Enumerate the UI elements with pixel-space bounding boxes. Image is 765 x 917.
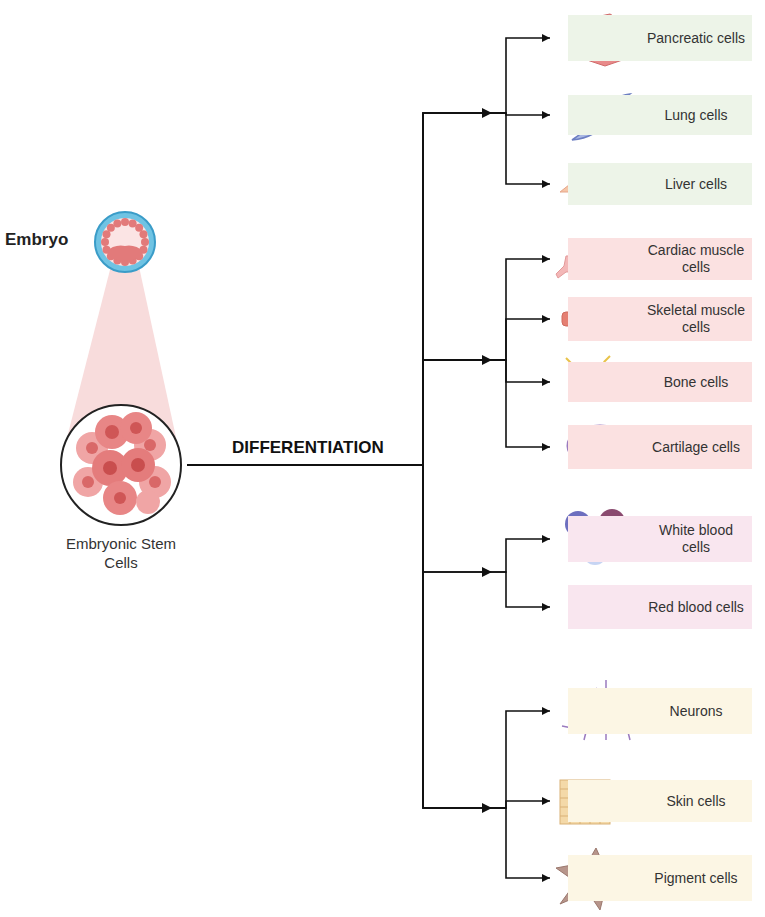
cell-type-label: Skeletal muscle cells [644, 302, 748, 336]
cell-type-box: Skin cells [550, 780, 752, 822]
differentiation-arrow [187, 465, 550, 808]
box-ground [568, 688, 752, 734]
cell-type-box: Skeletal muscle cells [550, 297, 752, 341]
cell-type-box: Red blood cells [550, 585, 752, 629]
cell-type-label: Cartilage cells [644, 439, 748, 456]
differentiation-arrow [187, 319, 550, 465]
differentiation-arrow [187, 113, 550, 465]
cell-type-label: Bone cells [644, 374, 748, 391]
cell-type-label: Pancreatic cells [644, 30, 748, 47]
embryo-label: Embryo [5, 230, 68, 250]
differentiation-arrow [187, 465, 550, 607]
differentiation-arrow [187, 465, 550, 878]
cell-type-box: Lung cells [550, 95, 752, 135]
cell-type-label: Neurons [644, 703, 748, 720]
differentiation-arrow [187, 113, 550, 465]
cell-type-box: Liver cells [550, 163, 752, 205]
differentiation-arrow [187, 360, 550, 465]
stem-cell-cluster [61, 405, 181, 525]
cell-type-label: Liver cells [644, 176, 748, 193]
cell-type-label: White blood cells [644, 522, 748, 556]
cell-type-box: Pigment cells [550, 855, 752, 901]
cell-type-box: Neurons [550, 688, 752, 734]
process-label: DIFFERENTIATION [232, 438, 384, 458]
differentiation-arrow [187, 360, 550, 465]
cell-type-label: Lung cells [644, 107, 748, 124]
embryo-node: Embryo [0, 208, 160, 278]
differentiation-arrow [187, 465, 550, 572]
cell-type-label: Pigment cells [644, 870, 748, 887]
differentiation-arrow [187, 38, 550, 465]
stem-cell-label: Embryonic Stem Cells [55, 534, 187, 572]
cell-type-label: Red blood cells [644, 599, 748, 616]
cell-type-box: Cardiac muscle cells [550, 238, 752, 280]
differentiation-arrow [187, 259, 550, 465]
stem-cell-node: Embryonic Stem Cells [55, 400, 187, 578]
cell-type-box: Pancreatic cells [550, 15, 752, 61]
embryo-illustration [95, 212, 155, 272]
differentiation-arrow [187, 465, 550, 808]
cell-type-box: White blood cells [550, 516, 752, 562]
cell-type-box: Bone cells [550, 362, 752, 402]
cell-type-label: Skin cells [644, 793, 748, 810]
cell-type-label: Cardiac muscle cells [644, 242, 748, 276]
cell-type-box: Cartilage cells [550, 425, 752, 469]
branch-arrowheads [482, 108, 492, 813]
